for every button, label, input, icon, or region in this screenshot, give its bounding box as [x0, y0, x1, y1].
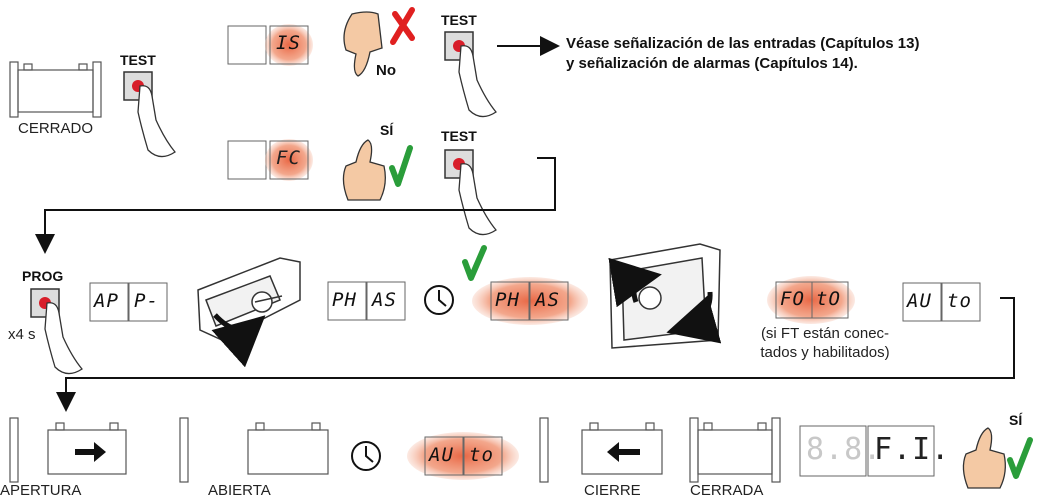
note-line-2: y señalización de alarmas (Capítulos 14)… — [566, 55, 858, 72]
display-fo-right: tO — [816, 288, 841, 310]
test-button-1 — [123, 71, 176, 158]
display-auto-blinking — [407, 432, 519, 480]
check-icon-2 — [462, 245, 487, 281]
display-88-left: 8.8. — [806, 432, 883, 467]
prog-button — [30, 288, 83, 375]
flow-connector-2 — [56, 297, 1015, 412]
abierta-label: ABIERTA — [208, 482, 271, 499]
si-label-1: SÍ — [380, 122, 394, 138]
display-is-text: IS — [276, 32, 301, 54]
display-88-right: F.I. — [874, 432, 951, 467]
display-fo-left: FO — [780, 288, 805, 310]
display-is — [227, 24, 313, 66]
display-fo — [767, 276, 855, 324]
cerrada-label: CERRADA — [690, 482, 764, 499]
clock-icon — [424, 285, 454, 315]
lock-lever-icon — [608, 243, 722, 349]
thumbs-up-icon-2 — [962, 427, 1006, 489]
display-au — [902, 282, 981, 322]
condition-note-line-1: (si FT están conec- — [760, 325, 890, 342]
closed-gate-icon — [9, 61, 102, 118]
display-ph-right: AS — [372, 289, 397, 311]
display-ph-left: PH — [332, 289, 357, 311]
thumbs-up-icon — [342, 139, 386, 201]
display-ph2-left: PH — [495, 289, 520, 311]
thumbs-down-icon — [343, 11, 383, 77]
closing-gate-icon — [539, 417, 663, 483]
display-ap-right: P- — [134, 290, 159, 312]
display-au-right: to — [947, 290, 972, 312]
display-88 — [799, 425, 935, 477]
display-auto-right: to — [469, 444, 494, 466]
hold-label: x4 s — [8, 326, 36, 343]
display-au-left: AU — [907, 290, 932, 312]
display-fc-text: FC — [276, 147, 301, 169]
opening-gate-icon — [9, 417, 127, 483]
release-lever-icon — [197, 257, 301, 368]
test-label-2: TEST — [441, 12, 477, 28]
closed-gate-icon-2 — [689, 417, 781, 483]
display-ph — [327, 281, 406, 321]
check-icon — [389, 145, 413, 187]
check-icon-3 — [1007, 437, 1033, 479]
test-label-3: TEST — [441, 128, 477, 144]
display-ap — [89, 282, 168, 322]
cierre-label: CIERRE — [584, 482, 641, 499]
no-label: No — [376, 62, 396, 79]
condition-note: (si FT están conec- tados y habilitados) — [740, 324, 910, 362]
display-ap-left: AP — [94, 290, 119, 312]
display-ph-blinking — [472, 277, 588, 325]
test-label-1: TEST — [120, 52, 156, 68]
prog-label: PROG — [22, 268, 64, 284]
test-button-2 — [444, 31, 497, 118]
display-ph2-right: AS — [535, 289, 560, 311]
test-button-3 — [444, 149, 497, 236]
display-fc — [227, 139, 313, 181]
condition-note-line-2: tados y habilitados) — [760, 344, 890, 361]
apertura-label: APERTURA — [0, 482, 82, 499]
flow-connector-1 — [35, 157, 556, 254]
clock-icon-2 — [351, 441, 381, 471]
cross-icon — [390, 7, 415, 45]
display-auto-left: AU — [429, 444, 454, 466]
open-gate-icon — [179, 417, 329, 483]
si-label-2: SÍ — [1009, 412, 1023, 428]
closed-label: CERRADO — [18, 120, 94, 137]
note-line-1: Véase señalización de las entradas (Capí… — [566, 35, 920, 52]
